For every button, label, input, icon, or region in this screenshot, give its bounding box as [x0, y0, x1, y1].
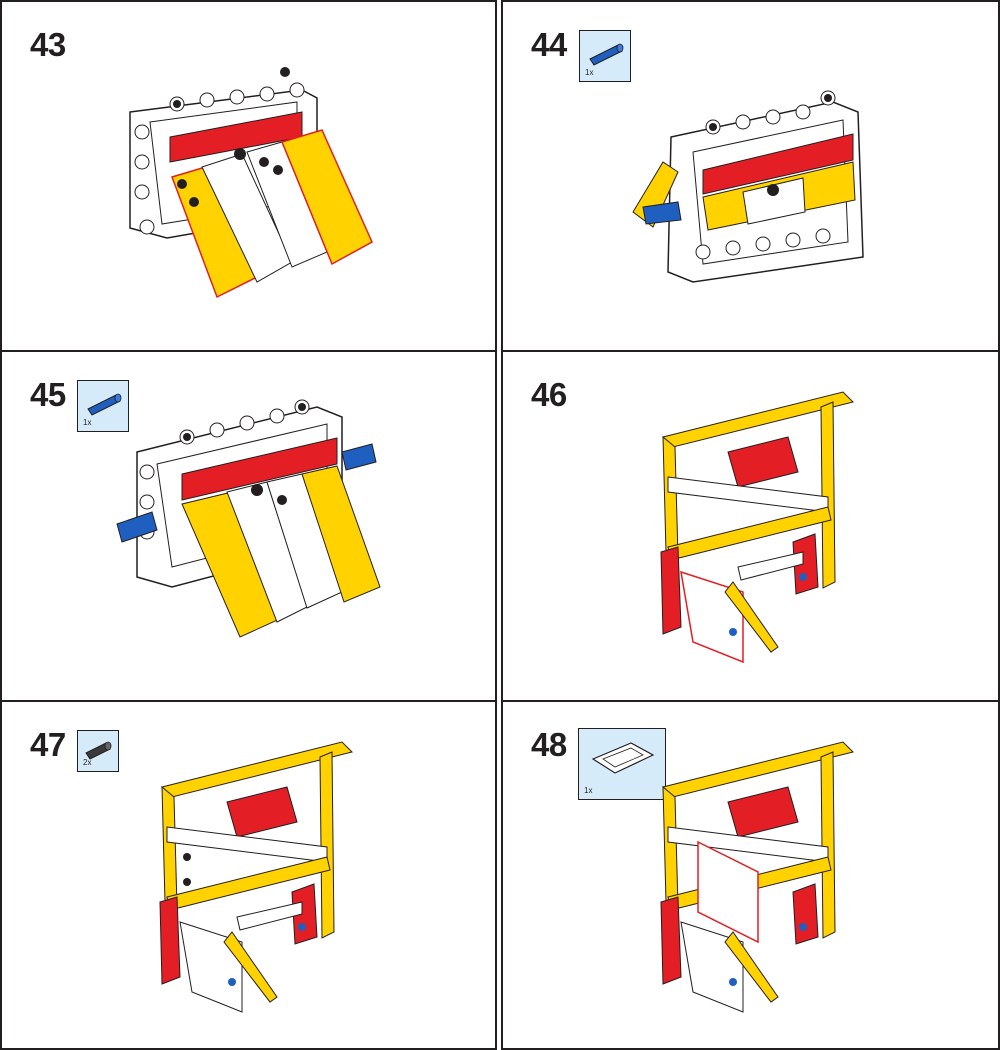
- step-number: 46: [531, 376, 567, 413]
- step-43-panel: 43: [0, 0, 497, 352]
- step-46-panel: 46: [501, 350, 1000, 702]
- parts-callout: 1x: [579, 30, 631, 82]
- assembly-illustration: [660, 391, 854, 664]
- part-quantity: 1x: [584, 786, 593, 795]
- black-pin-icon: [85, 741, 112, 760]
- assembly-illustration: [632, 90, 864, 283]
- step-number: 47: [30, 726, 66, 763]
- assembly-illustration: [116, 399, 381, 638]
- step-number: 45: [30, 376, 66, 413]
- assembly-illustration: [159, 741, 353, 1013]
- step-number: 44: [531, 26, 567, 63]
- step-number: 48: [531, 726, 567, 763]
- parts-callout: 2x: [77, 730, 119, 772]
- step-number: 43: [30, 26, 66, 63]
- assembly-illustration: [129, 67, 373, 299]
- assembly-illustration: [660, 741, 854, 1013]
- part-quantity: 2x: [83, 758, 92, 767]
- step-48-panel: 48 1x: [501, 700, 1000, 1050]
- parts-callout: 1x: [77, 380, 129, 432]
- white-frame-icon: [591, 742, 655, 774]
- part-quantity: 1x: [83, 418, 92, 427]
- step-45-panel: 45 1x: [0, 350, 497, 702]
- step-44-panel: 44 1x: [501, 0, 1000, 352]
- step-47-panel: 47 2x: [0, 700, 497, 1050]
- parts-callout: 1x: [578, 728, 666, 800]
- part-quantity: 1x: [585, 68, 594, 77]
- blue-pin-icon: [589, 43, 624, 66]
- blue-pin-icon: [87, 393, 122, 416]
